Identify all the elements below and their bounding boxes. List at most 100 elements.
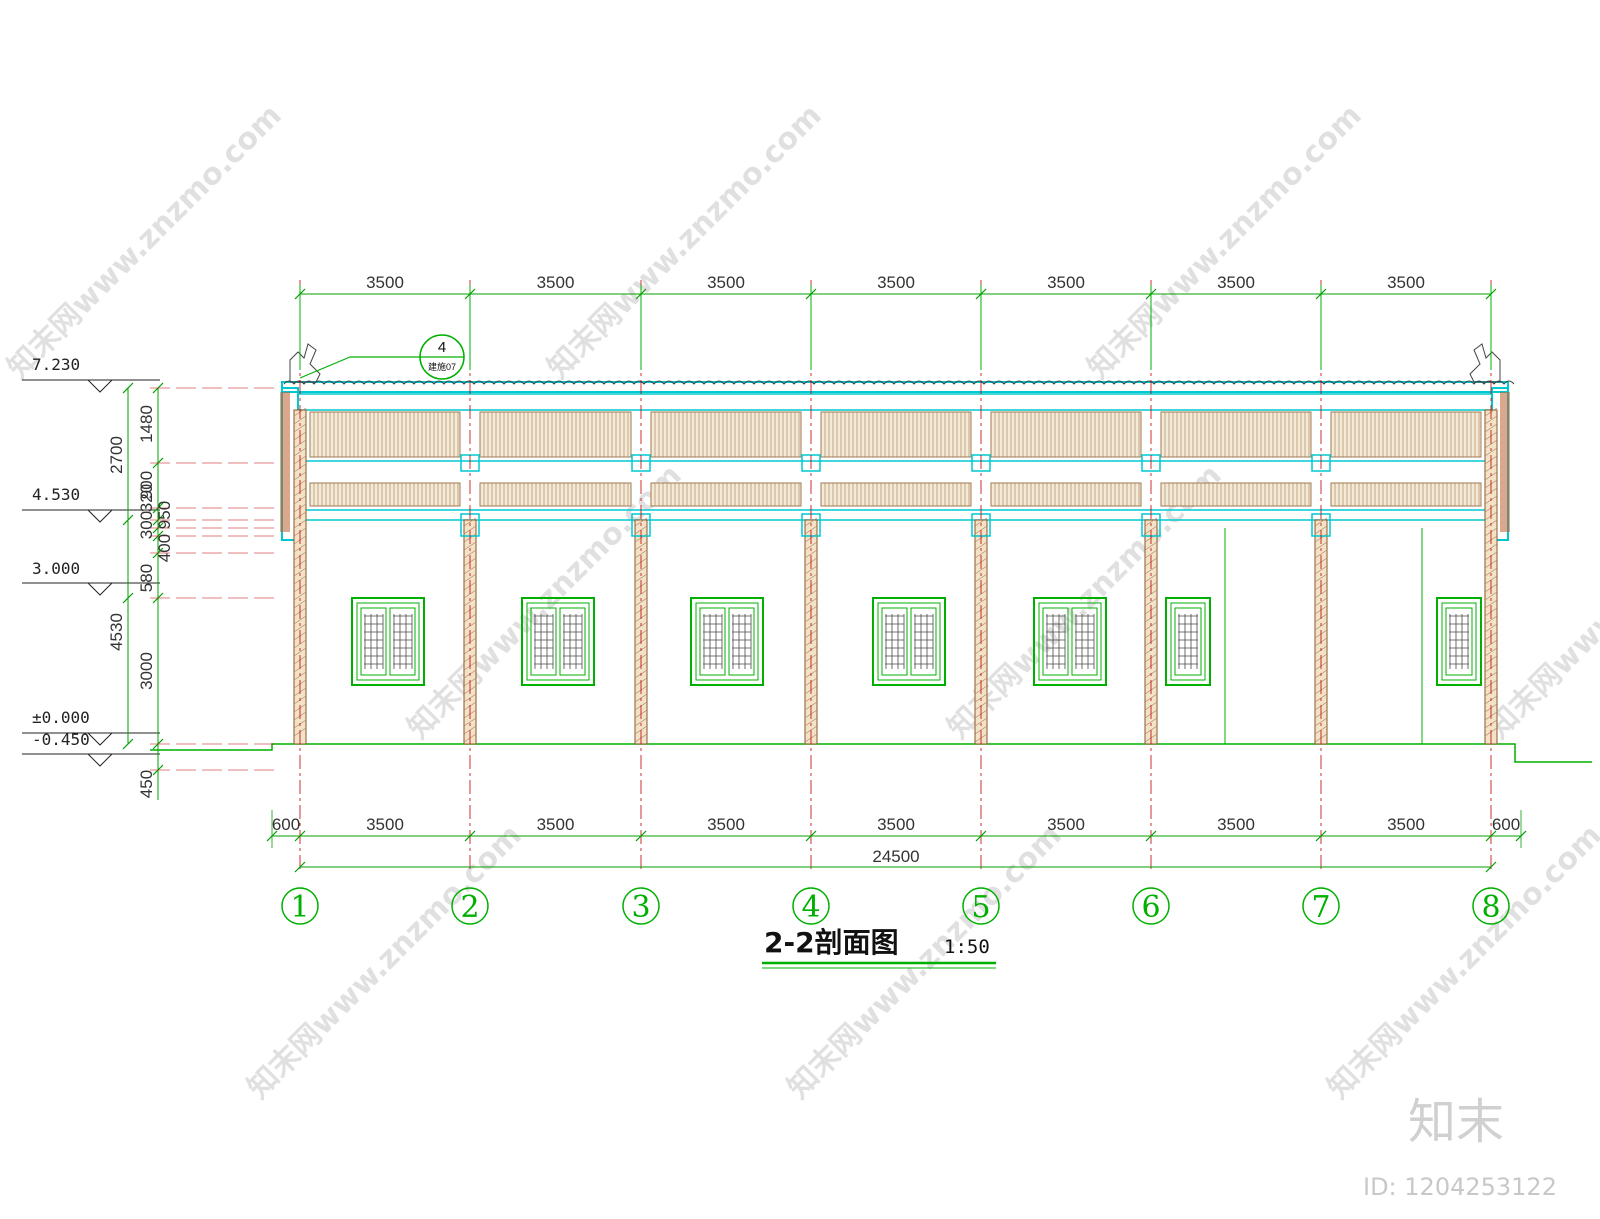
building-section [280,343,1515,745]
dim-text: 3500 [1047,815,1085,834]
column-hatch [974,597,988,607]
vdim-tick [122,592,134,604]
column-hatch [804,717,818,727]
axis-label: 3 [631,890,650,925]
lower-panel [309,482,461,507]
dim-text: 3500 [707,815,745,834]
column-hatch [1484,647,1498,657]
lower-panel [650,482,802,507]
dim-text: 3500 [1217,815,1255,834]
column-hatch [463,541,477,551]
vdim-tick [122,738,134,750]
window-inner [1170,602,1206,681]
lower-panel [990,482,1142,507]
dim-tick [805,830,817,842]
roof-tiles [283,380,1515,385]
dim-text: 3500 [877,273,915,292]
dim-tick [1315,288,1327,300]
column-hatch [804,573,818,583]
column-hatch [463,565,477,575]
column-hatch [804,517,818,527]
window-sash [389,607,416,676]
dim-tick [1315,830,1327,842]
window-sash [559,607,586,676]
column-hatch [463,597,477,607]
level-text: 3.000 [32,559,80,578]
column-hatch [293,647,307,657]
watermark-text: 知末网www.znzmo.com [541,98,829,386]
detail-callout: 4 建施07 [299,334,465,380]
dim-text-total: 24500 [872,847,919,866]
level-text: ±0.000 [32,708,90,727]
column-hatch [634,597,648,607]
column-hatch [1144,717,1158,727]
dim-text: 3500 [366,815,404,834]
column-hatch [1314,565,1328,575]
dim-tick [1485,830,1497,842]
dim-text: 3500 [1387,815,1425,834]
dim-tick [635,830,647,842]
axis-bubble [1132,887,1170,925]
column-hatch [1144,517,1158,527]
window-sash [1445,607,1473,676]
column-hatch [1484,615,1498,625]
level-marker [87,732,113,746]
axis-label: 8 [1481,890,1500,925]
axis-label: 6 [1141,890,1160,925]
dim-tick [294,861,306,873]
upper-panel [479,411,632,458]
dim-tick [464,288,476,300]
window-frame [521,597,595,686]
window-frame [1436,597,1482,686]
column-hatch [293,623,307,633]
dim-tick [1485,861,1497,873]
axis-label: 1 [290,890,309,925]
ground-line [150,743,1592,763]
column-hatch [1484,623,1498,633]
vdim-text: 900 [137,471,156,499]
vdim-text: 2700 [107,436,126,474]
upper-panel [309,411,461,458]
column-hatch [1314,573,1328,583]
axis-bubble [792,887,830,925]
column-hatch [463,573,477,583]
column-hatch [1144,573,1158,583]
dim-text: 3500 [707,273,745,292]
lower-panel [1330,482,1482,507]
window-sash [1071,607,1098,676]
vdim-tick [122,514,134,526]
brand-logo-text: 知末 [1408,1094,1504,1150]
window-sash [910,607,937,676]
dim-text: 3500 [366,273,404,292]
window-sash [699,607,726,676]
window-sash [360,607,387,676]
column-hatch [463,517,477,527]
vdim-text: 3000 [137,652,156,690]
column-hatch [1314,541,1328,551]
window-frame [690,597,764,686]
column-hatch [293,447,307,457]
dim-tick [805,288,817,300]
column-hatch [634,517,648,527]
axis-bubble [451,887,489,925]
axis-bubble [1302,887,1340,925]
dim-text: 3500 [1387,273,1425,292]
dim-text: 600 [272,815,300,834]
scale-text: 1:50 [944,936,990,958]
column-hatch [634,541,648,551]
vdim-text: 400 [155,534,174,562]
window-inner [1038,602,1102,681]
window-inner [526,602,590,681]
upper-panel [820,411,972,458]
lower-panel [820,482,972,507]
eave-end-right [1500,392,1510,532]
dim-tick [1145,288,1157,300]
roof-ornament-right [1469,343,1501,383]
axis-label: 2 [460,890,479,925]
roof-ornament-left [289,343,321,383]
column-hatch [1484,591,1498,601]
column-hatch [1144,549,1158,559]
dim-tick [975,288,987,300]
vdim-text: 320 [137,484,156,512]
